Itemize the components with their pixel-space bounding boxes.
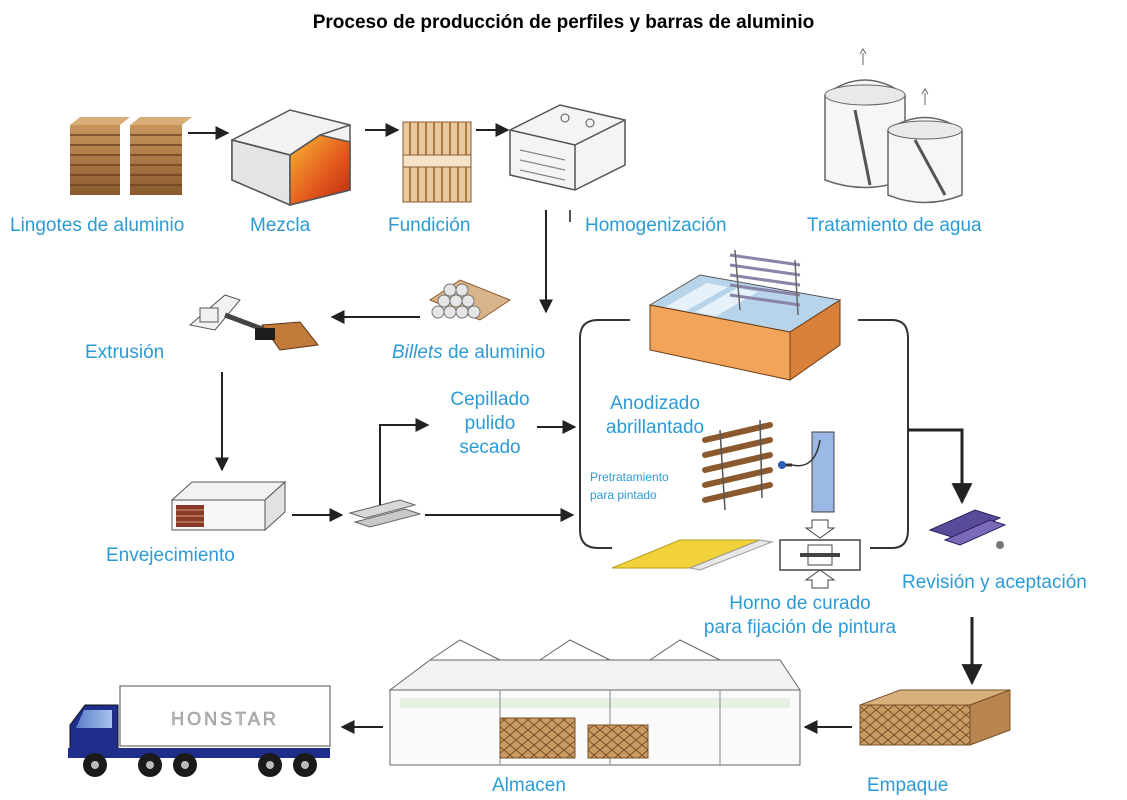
label-extrusion: Extrusión <box>85 342 165 363</box>
inspected-profiles-icon <box>928 509 1007 549</box>
label-anodizado-2: abrillantado <box>605 416 705 438</box>
arrow-finish-to-review <box>908 428 973 505</box>
truck-brand: HONSTAR <box>171 709 279 729</box>
paint-booth-icon <box>791 431 835 513</box>
warehouse-icon <box>388 639 801 766</box>
casting-billets-icon <box>402 121 472 203</box>
aluminum-ingots-icon <box>70 117 192 195</box>
homogenization-oven-icon <box>509 104 626 191</box>
melting-furnace-icon <box>231 109 351 207</box>
label-almacen: Almacen <box>492 775 566 796</box>
label-billets-italic: Billets <box>392 342 443 363</box>
label-billets: Billets de aluminio <box>392 342 546 364</box>
label-empaque: Empaque <box>867 775 949 796</box>
label-pretratamiento-2: para pintado <box>590 488 657 502</box>
delivery-truck-icon: HONSTAR <box>68 685 331 777</box>
label-pretratamiento-1: Pretratamiento <box>590 470 669 484</box>
curing-oven-icon <box>779 519 861 589</box>
label-horno-1: Horno de curado <box>729 593 871 614</box>
label-anodizado: Anodizado abrillantado <box>590 392 720 440</box>
finishing-bracket <box>579 319 630 549</box>
label-pretratamiento: Pretratamiento para pintado <box>590 468 669 504</box>
label-anodizado-1: Anodizado <box>610 393 700 414</box>
diagram-title: Proceso de producción de perfiles y barr… <box>312 12 815 33</box>
packing-crates-icon <box>859 689 1011 746</box>
label-fundicion: Fundición <box>388 215 471 236</box>
label-cepillado-3: secado <box>459 436 521 458</box>
label-lingotes: Lingotes de aluminio <box>10 215 185 236</box>
anodizing-tank-icon <box>648 249 842 381</box>
profiles-icon <box>348 499 422 528</box>
label-tratamiento-agua: Tratamiento de agua <box>807 215 982 236</box>
arrow-profiles-to-brushing <box>379 418 430 505</box>
label-horno-2: para fijación de pintura <box>703 616 897 638</box>
label-homogenizacion: Homogenización <box>585 215 727 236</box>
pretreatment-rack-icon <box>702 419 792 511</box>
paint-sheet-icon <box>611 539 774 571</box>
label-cepillado: Cepillado pulido secado <box>430 388 550 459</box>
label-envejecimiento: Envejecimiento <box>106 545 235 566</box>
aluminum-billets-icon <box>428 279 512 321</box>
water-treatment-tanks-icon <box>824 48 963 204</box>
label-cepillado-2: pulido <box>464 412 516 434</box>
label-cepillado-1: Cepillado <box>450 389 530 410</box>
label-horno: Horno de curado para fijación de pintura <box>680 592 920 640</box>
aging-oven-icon <box>170 480 287 532</box>
label-mezcla: Mezcla <box>250 215 311 236</box>
extrusion-press-icon <box>188 294 319 351</box>
label-billets-rest: de aluminio <box>442 342 546 363</box>
label-revision: Revisión y aceptación <box>902 572 1087 593</box>
